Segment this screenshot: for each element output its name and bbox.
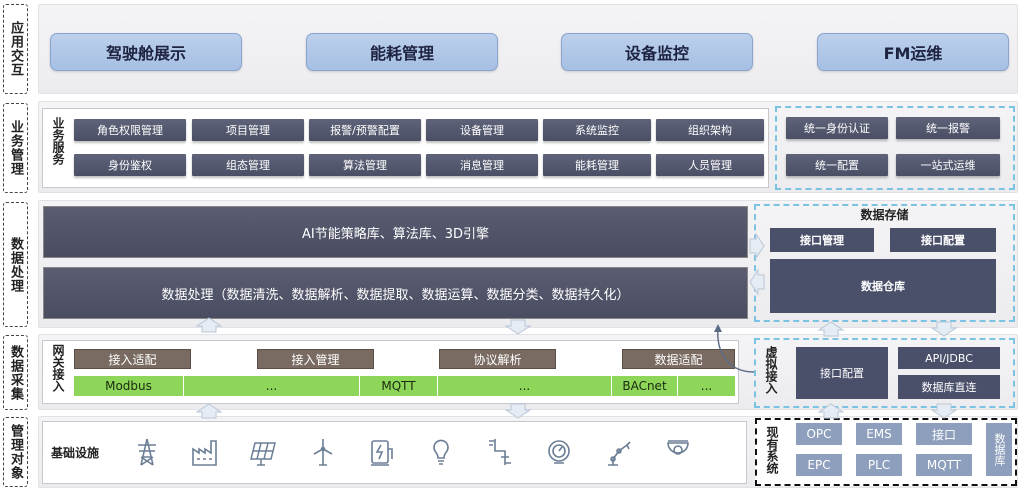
app-fm-button[interactable]: FM运维 bbox=[817, 33, 1009, 71]
storage-iface-mgmt[interactable]: 接口管理 bbox=[770, 228, 874, 252]
tower-icon bbox=[138, 438, 156, 466]
biz-org[interactable]: 组织架构 bbox=[656, 119, 764, 141]
camera-icon bbox=[667, 440, 689, 455]
biz-message[interactable]: 消息管理 bbox=[426, 154, 538, 176]
app-cockpit-button[interactable]: 驾驶舱展示 bbox=[50, 33, 242, 71]
data-storage-box bbox=[754, 204, 1015, 322]
unified-alarm[interactable]: 统一报警 bbox=[896, 117, 1000, 139]
proto-modbus: Modbus bbox=[74, 376, 184, 396]
arrow-up-3 bbox=[817, 321, 845, 337]
biz-auth[interactable]: 身份鉴权 bbox=[74, 154, 186, 176]
virtual-api-jdbc[interactable]: API/JDBC bbox=[898, 347, 1000, 369]
biz-project[interactable]: 项目管理 bbox=[192, 119, 304, 141]
unified-identity[interactable]: 统一身份认证 bbox=[786, 117, 888, 139]
ex-interface[interactable]: 接口 bbox=[916, 423, 972, 445]
biz-algorithm[interactable]: 算法管理 bbox=[309, 154, 421, 176]
proto-ellipsis-2: ... bbox=[438, 376, 612, 396]
charger-icon bbox=[371, 440, 393, 466]
factory-icon bbox=[192, 440, 217, 466]
proto-mqtt: MQTT bbox=[360, 376, 438, 396]
one-stop-ops[interactable]: 一站式运维 bbox=[896, 154, 1000, 176]
ex-epc[interactable]: EPC bbox=[796, 454, 842, 476]
meter-icon bbox=[548, 440, 570, 464]
side-label-biz: 业务管理 bbox=[3, 103, 28, 193]
unified-config[interactable]: 统一配置 bbox=[786, 154, 888, 176]
gw-protocol-parse[interactable]: 协议解析 bbox=[439, 349, 556, 369]
storage-iface-cfg[interactable]: 接口配置 bbox=[890, 228, 996, 252]
app-monitor-button[interactable]: 设备监控 bbox=[561, 33, 753, 71]
arrow-up-1 bbox=[195, 317, 223, 333]
robot-arm-icon bbox=[608, 441, 631, 466]
gateway-title: 网关接入 bbox=[51, 344, 65, 392]
data-storage-title: 数据存储 bbox=[860, 208, 909, 222]
data-warehouse[interactable]: 数据仓库 bbox=[770, 259, 996, 313]
curve-arrow bbox=[717, 327, 755, 373]
side-label-processing: 数据处理 bbox=[3, 202, 28, 327]
proto-bacnet: BACnet bbox=[612, 376, 678, 396]
arrow-down-3 bbox=[930, 321, 958, 337]
biz-energy[interactable]: 能耗管理 bbox=[543, 154, 651, 176]
bulb-icon bbox=[433, 439, 449, 465]
side-label-app: 应用交互 bbox=[3, 4, 28, 94]
unified-services-box bbox=[775, 106, 1015, 190]
virtual-iface-cfg[interactable]: 接口配置 bbox=[796, 347, 888, 399]
biz-device[interactable]: 设备管理 bbox=[426, 119, 538, 141]
gw-access-adapt[interactable]: 接入适配 bbox=[74, 349, 191, 369]
ex-opc[interactable]: OPC bbox=[796, 423, 842, 445]
infra-panel bbox=[42, 421, 747, 484]
biz-alarm-cfg[interactable]: 报警/预警配置 bbox=[309, 119, 421, 141]
gw-data-adapt[interactable]: 数据适配 bbox=[622, 349, 735, 369]
biz-sys-monitor[interactable]: 系统监控 bbox=[543, 119, 651, 141]
solar-panel-icon bbox=[250, 442, 276, 466]
arrow-up-2 bbox=[195, 403, 223, 419]
biz-role-perm[interactable]: 角色权限管理 bbox=[74, 119, 186, 141]
ex-mqtt[interactable]: MQTT bbox=[916, 454, 972, 476]
gw-access-mgmt[interactable]: 接入管理 bbox=[257, 349, 374, 369]
ex-ems[interactable]: EMS bbox=[856, 423, 902, 445]
arrow-right-1 bbox=[749, 232, 765, 260]
wind-turbine-icon bbox=[313, 439, 333, 466]
ai-engine-bar[interactable]: AI节能策略库、算法库、3D引擎 bbox=[43, 206, 748, 258]
side-label-collection: 数据采集 bbox=[3, 335, 28, 410]
biz-services-title: 业务服务 bbox=[51, 117, 65, 165]
side-label-objects: 管理对象 bbox=[3, 417, 28, 487]
proto-ellipsis-3: ... bbox=[678, 376, 735, 396]
proto-ellipsis-1: ... bbox=[184, 376, 360, 396]
ex-plc[interactable]: PLC bbox=[856, 454, 902, 476]
virtual-access-box bbox=[754, 338, 1015, 408]
arrow-down-1 bbox=[504, 319, 532, 335]
data-processing-bar[interactable]: 数据处理（数据清洗、数据解析、数据提取、数据运算、数据分类、数据持久化） bbox=[43, 267, 748, 319]
arrow-down-2 bbox=[504, 403, 532, 419]
curve-arrow-head bbox=[714, 324, 722, 332]
arrow-up-4 bbox=[817, 403, 845, 419]
biz-config[interactable]: 组态管理 bbox=[192, 154, 304, 176]
biz-staff[interactable]: 人员管理 bbox=[656, 154, 764, 176]
virtual-db-direct[interactable]: 数据库直连 bbox=[898, 375, 1000, 399]
virtual-access-title: 虚拟接入 bbox=[764, 346, 778, 394]
app-energy-button[interactable]: 能耗管理 bbox=[306, 33, 498, 71]
arrow-down-4 bbox=[930, 403, 958, 419]
pipe-icon bbox=[489, 439, 511, 465]
ex-database[interactable]: 数据库 bbox=[986, 423, 1012, 476]
existing-systems-title: 现有系统 bbox=[765, 426, 779, 474]
infra-title: 基础设施 bbox=[51, 446, 100, 460]
arrow-left-1 bbox=[749, 268, 765, 296]
